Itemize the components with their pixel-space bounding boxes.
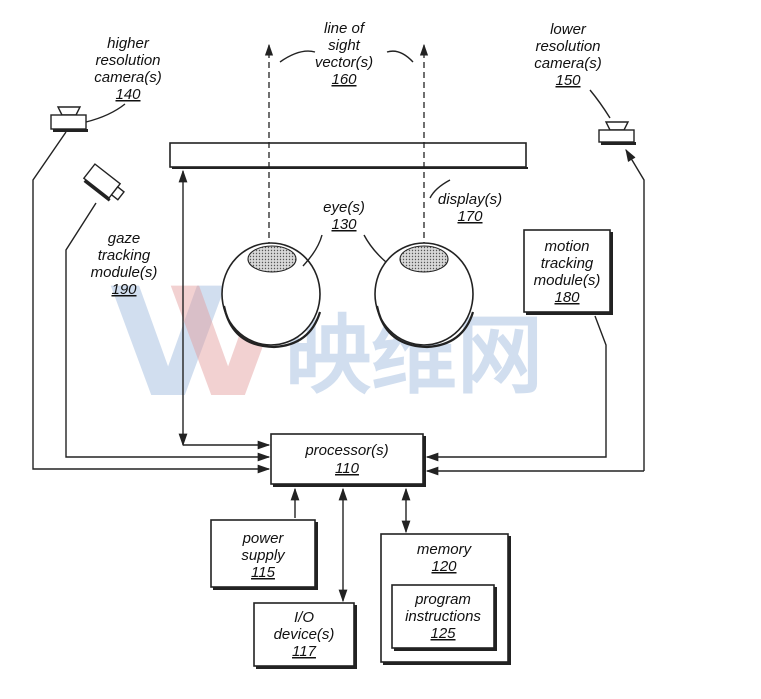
motion-label-2: tracking	[541, 255, 594, 272]
gaze-label-1: gaze	[108, 230, 141, 247]
connector-hi-camera	[32, 131, 271, 474]
lo-camera-leader	[589, 89, 611, 119]
connector-motion	[425, 315, 607, 462]
motion-tracking-module	[523, 229, 611, 313]
gaze-tracking-icon	[82, 163, 125, 202]
display-shadow	[172, 167, 528, 169]
program-shadow-right	[494, 587, 497, 651]
power-ref: 115	[251, 564, 276, 581]
memory-shadow-bottom	[383, 662, 511, 665]
eye-leader-left	[302, 234, 323, 267]
motion-label-1: motion	[544, 238, 589, 255]
motion-ref: 180	[554, 289, 580, 306]
pupil-left	[247, 245, 297, 273]
power-shadow-bottom	[213, 587, 318, 590]
watermark: V V 映维网	[110, 257, 543, 431]
los-leader-right	[386, 50, 414, 63]
motion-shadow-bottom	[526, 312, 613, 315]
hi-camera-leader	[85, 103, 126, 123]
memory-shadow-right	[508, 536, 511, 665]
lower-camera-icon	[598, 121, 636, 145]
power-shadow-right	[315, 522, 318, 590]
los-label-3: vector(s)	[315, 54, 373, 71]
processor-label: processor(s)	[304, 442, 388, 459]
lo-label-1: lower	[550, 21, 587, 38]
io-shadow-bottom	[256, 666, 357, 669]
io-device	[253, 602, 355, 667]
eye-left	[221, 242, 322, 349]
hi-label-2: resolution	[95, 52, 160, 69]
los-ref: 160	[331, 71, 357, 88]
eye-leader-right	[363, 234, 387, 263]
power-label-1: power	[242, 530, 285, 547]
memory-label: memory	[417, 541, 473, 558]
watermark-logo-left: V	[110, 257, 226, 431]
motion-label-3: module(s)	[534, 272, 601, 289]
pupil-right	[399, 245, 449, 273]
processor-shadow-bottom	[273, 484, 426, 487]
motion-shadow-right	[610, 232, 613, 315]
program-instructions	[391, 584, 495, 649]
connector-lo-camera-up	[625, 148, 645, 471]
io-label-1: I/O	[294, 609, 314, 626]
io-ref: 117	[292, 643, 317, 660]
io-label-2: device(s)	[274, 626, 335, 643]
program-shadow-bottom	[394, 648, 497, 651]
hi-label-1: higher	[107, 35, 150, 52]
hi-ref: 140	[115, 86, 141, 103]
processor-ref: 110	[335, 460, 360, 477]
hi-label-3: camera(s)	[94, 69, 162, 86]
lo-ref: 150	[555, 72, 581, 89]
gaze-ref: 190	[111, 281, 137, 298]
display-label: display(s)	[438, 191, 502, 208]
los-label-1: line of	[324, 20, 366, 37]
display-panel	[169, 142, 527, 168]
processor-shadow-right	[423, 436, 426, 487]
display-ref: 170	[457, 208, 483, 225]
connector-gaze	[65, 202, 271, 462]
gaze-label-2: tracking	[98, 247, 151, 264]
program-label-1: program	[414, 591, 471, 608]
eye-label: eye(s)	[323, 199, 365, 216]
program-label-2: instructions	[405, 608, 481, 625]
io-shadow-right	[354, 605, 357, 669]
power-supply	[210, 519, 316, 588]
higher-camera-icon	[50, 106, 88, 132]
eye-ref: 130	[331, 216, 357, 233]
memory-ref: 120	[431, 558, 457, 575]
gaze-label-3: module(s)	[91, 264, 158, 281]
los-leader-left	[279, 50, 316, 63]
lo-label-2: resolution	[535, 38, 600, 55]
processor	[270, 433, 424, 485]
eye-right	[374, 242, 475, 349]
lo-label-3: camera(s)	[534, 55, 602, 72]
program-ref: 125	[430, 625, 456, 642]
los-label-2: sight	[328, 37, 361, 54]
power-label-2: supply	[241, 547, 286, 564]
display-leader	[429, 179, 451, 199]
